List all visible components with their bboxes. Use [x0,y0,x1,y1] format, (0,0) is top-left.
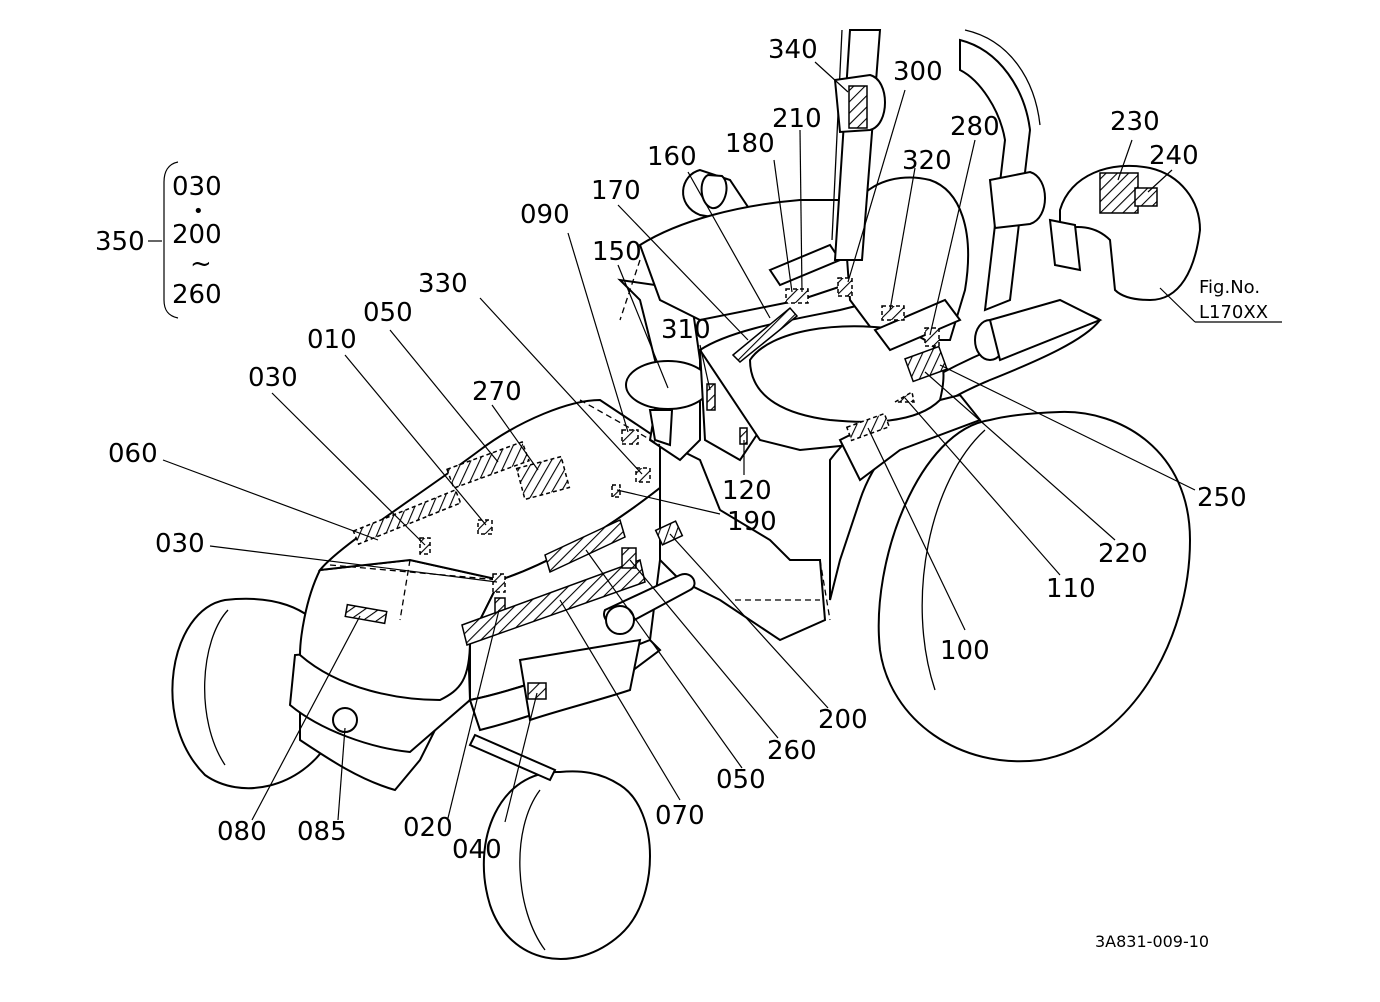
callout-340: 340 [768,35,818,65]
group-member-200: 200 [172,220,222,250]
callout-040: 040 [452,835,502,865]
rops-right-post [959,38,1032,312]
figure-leader [1159,287,1196,323]
callout-300: 300 [893,57,943,87]
tractor-drawing [171,29,1202,960]
callout-080: 080 [217,817,267,847]
decal-340 [848,85,868,129]
callout-160: 160 [647,142,697,172]
decal-240 [1134,187,1158,207]
bracket-curve [163,161,179,319]
decal-050-side [544,518,626,574]
callout-085: 085 [297,817,347,847]
decal-070 [461,559,646,646]
decal-050-top [446,440,530,490]
callout-090: 090 [520,200,570,230]
callout-020: 020 [403,813,453,843]
steering-wheel [625,360,711,410]
seat-cushion [748,325,945,423]
front-left-wheel [171,597,331,790]
decal-320 [881,305,905,321]
decal-060 [352,488,462,546]
callout-260: 260 [767,736,817,766]
decal-160-170 [731,306,799,364]
callout-320: 320 [902,146,952,176]
rear-right-wheel [877,410,1192,763]
callout-200: 200 [818,705,868,735]
rear-guard [1059,164,1202,302]
group-member-030: 030 [172,172,222,202]
callout-030-top: 030 [248,363,298,393]
muffler-end [605,605,635,635]
callout-270: 270 [472,377,522,407]
figure-number: L170XX [1199,302,1268,323]
decal-200 [654,520,684,546]
figure-number-block: Fig.No. L170XX [1159,277,1282,323]
callout-110: 110 [1046,574,1096,604]
leader-lines [162,61,1196,823]
callout-030-side: 030 [155,529,205,559]
callout-050-side: 050 [716,765,766,795]
decal-300 [837,277,853,297]
group-member-260: 260 [172,280,222,310]
decal-030-side [492,573,506,593]
decals [344,85,1158,700]
engine-lower [518,638,642,722]
decal-090 [621,429,639,445]
group-bracket: 350 030 • 200 ~ 260 [95,161,222,319]
decal-310 [706,383,716,411]
callout-220: 220 [1098,539,1148,569]
decal-180-210 [785,288,809,304]
figure-caption: Fig.No. [1199,277,1260,298]
callout-310: 310 [661,315,711,345]
callout-240: 240 [1149,141,1199,171]
group-label: 350 [95,227,145,257]
callout-210: 210 [772,104,822,134]
callout-050-top: 050 [363,298,413,328]
front-right-wheel [482,770,651,960]
decal-110 [892,390,915,403]
callout-120: 120 [722,476,772,506]
hood-front [298,558,502,702]
rear-left-hub [700,173,728,210]
decal-040 [527,682,547,700]
callout-070: 070 [655,801,705,831]
callout-170: 170 [591,176,641,206]
group-dot: • [193,201,204,222]
decal-010 [477,519,493,535]
callout-280: 280 [950,112,1000,142]
callout-150: 150 [592,237,642,267]
drawing-code: 3A831-009-10 [1095,932,1209,951]
decal-270 [515,455,571,501]
decal-030-top [419,537,431,555]
callout-330: 330 [418,269,468,299]
callout-100: 100 [940,636,990,666]
front-axle [468,733,557,782]
rops-right-pad [988,170,1046,230]
decal-080 [344,603,388,625]
decal-220 [904,345,948,383]
steering-column [648,409,674,447]
group-range: ~ [190,249,212,279]
transmission [659,438,827,642]
decal-230 [1099,172,1139,214]
callout-060: 060 [108,439,158,469]
callout-190: 190 [727,507,777,537]
decal-280 [924,327,940,347]
armrest-right [873,298,962,352]
callouts: 340 300 210 180 280 320 230 240 160 170 … [108,35,1247,865]
rear-guard-tab [1048,218,1082,272]
callout-230: 230 [1110,107,1160,137]
callout-250: 250 [1197,483,1247,513]
callout-010: 010 [307,325,357,355]
rear-hitch-arm [988,298,1103,362]
callout-180: 180 [725,129,775,159]
